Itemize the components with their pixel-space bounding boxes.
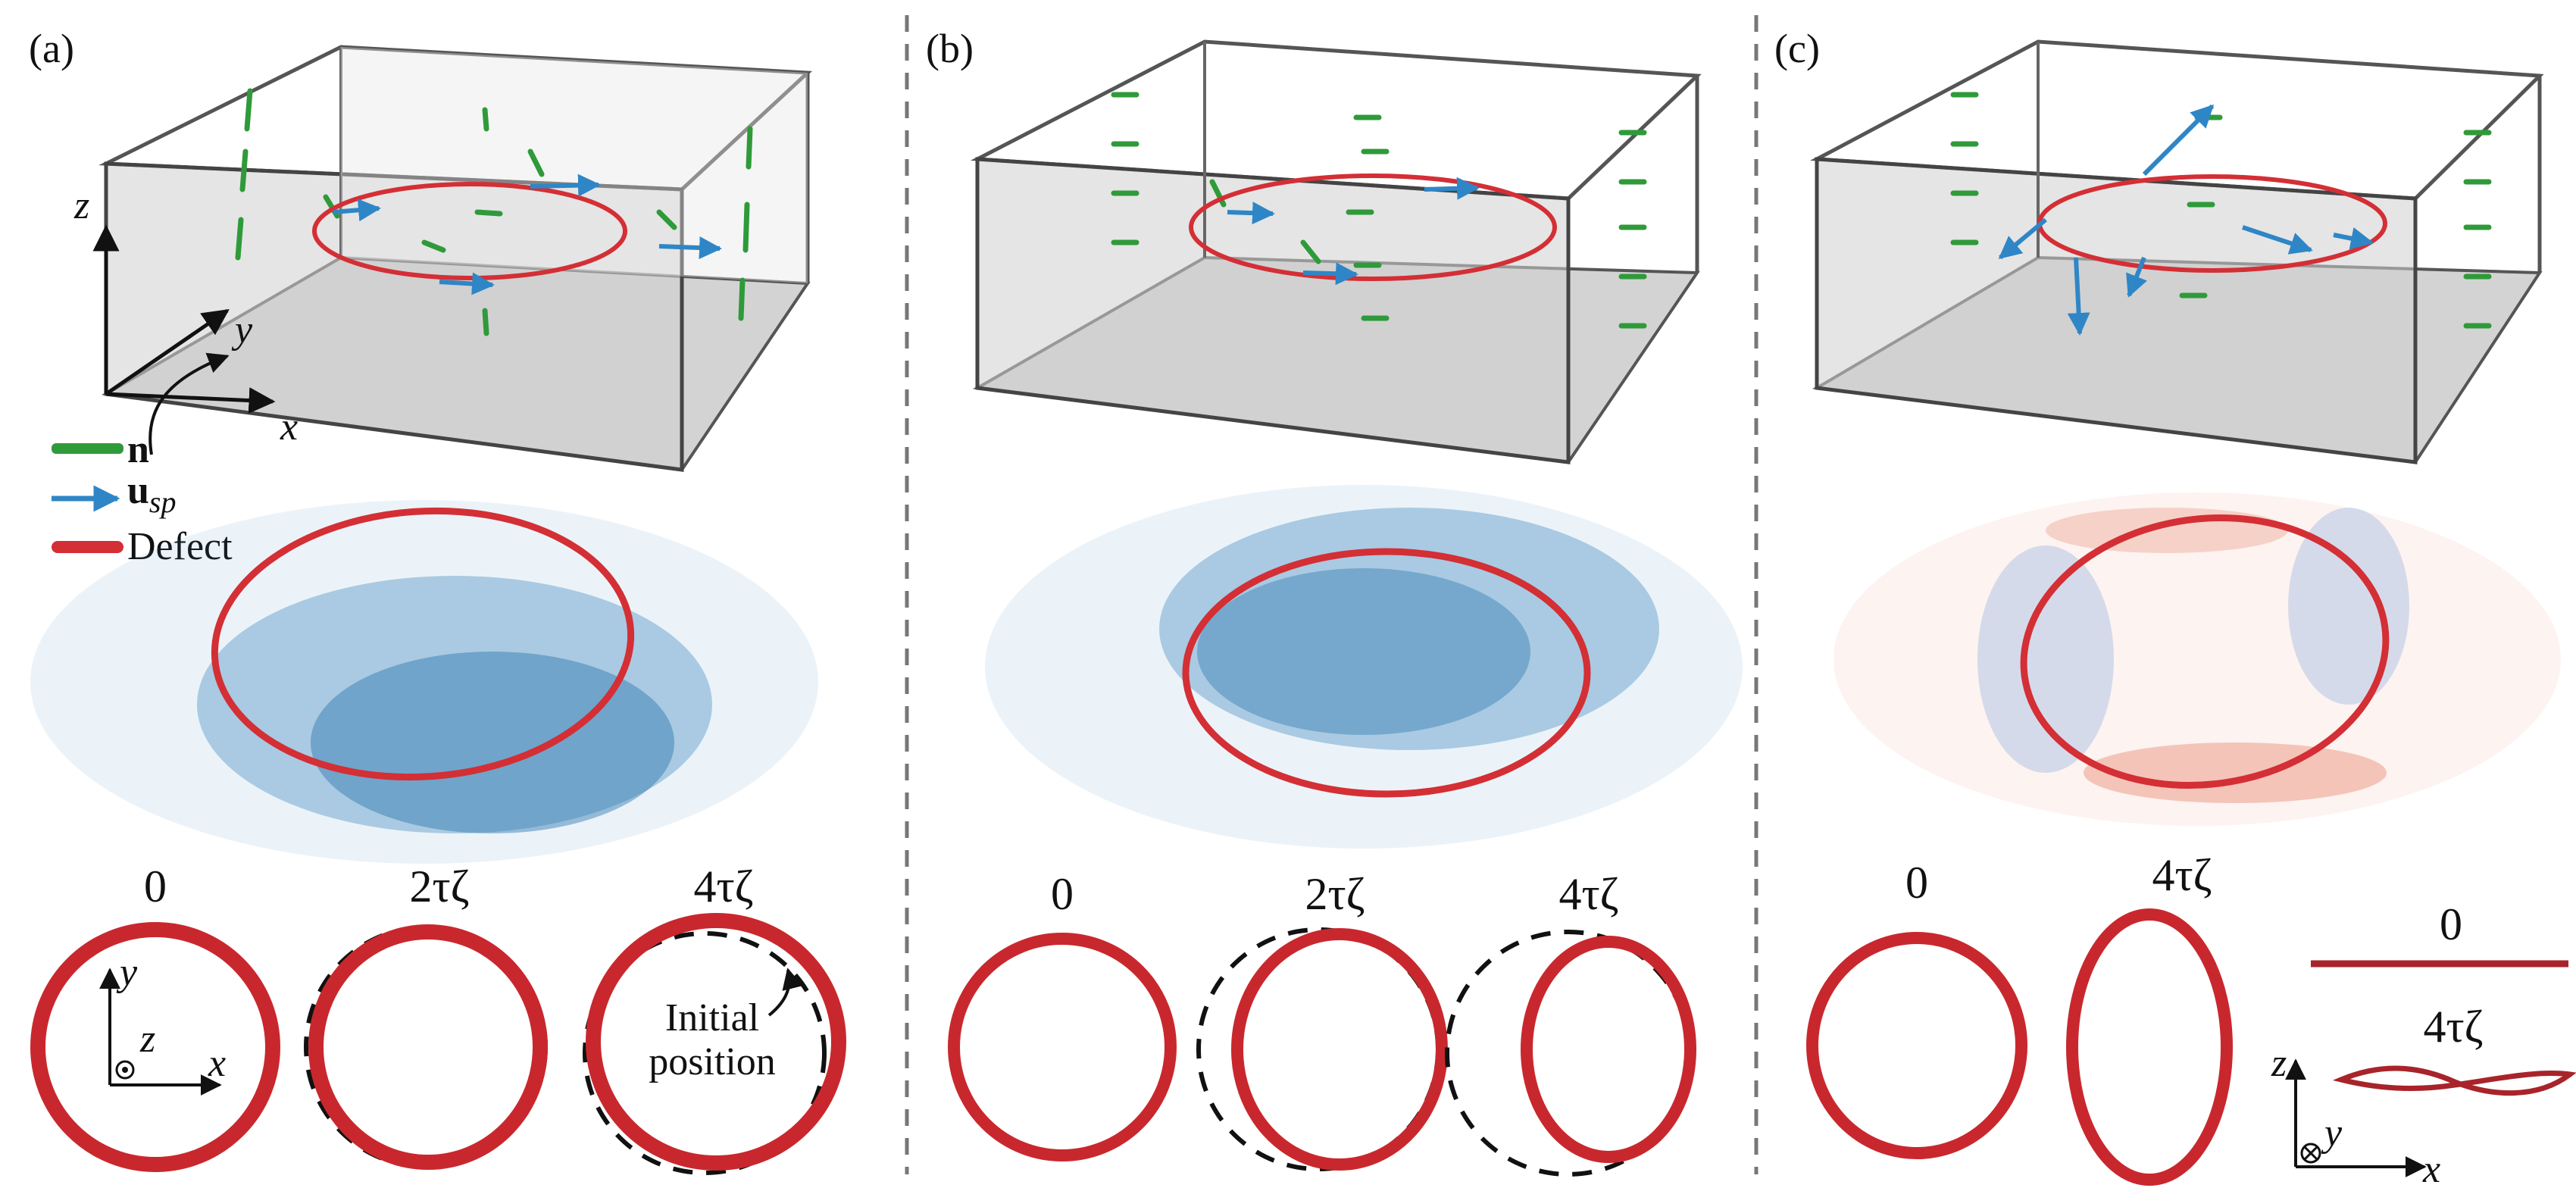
legend-label-n: n: [127, 428, 149, 471]
time-label-a-2: 4τζ: [694, 861, 754, 911]
annotation-arrow: [767, 968, 803, 1017]
annotation-position: position: [649, 1040, 776, 1083]
time-label-a-1: 2τζ: [410, 861, 470, 911]
panel-label-b: (b): [926, 26, 974, 71]
time-label-b-1: 2τζ: [1305, 869, 1365, 919]
director-field-b: [1111, 92, 1647, 329]
defect-ring-b-1: [1231, 928, 1448, 1171]
defect-ring-a-0: [30, 922, 280, 1172]
flow-field-c: [1834, 492, 2561, 826]
time-label-a-0: 0: [144, 861, 167, 911]
defect-loop-a-3d: [312, 182, 627, 280]
axis-label-x-3d: x: [280, 405, 298, 449]
side-time-label-c-0: 0: [2440, 899, 2462, 949]
axes-xz-c: [2285, 1058, 2427, 1177]
axis-label-x-xz: x: [2422, 1148, 2440, 1188]
director-field-c: [1950, 92, 2492, 329]
legend: n usp Defect: [52, 428, 233, 568]
flow-field-a: [30, 500, 818, 864]
defect-ring-b-2: [1521, 936, 1696, 1163]
defect-loop-b-flow: [1182, 548, 1591, 798]
side-time-label-c-1: 4τζ: [2424, 1002, 2484, 1052]
defect-ring-b-0: [948, 933, 1177, 1161]
legend-label-usp: usp: [127, 469, 177, 519]
simulation-box-c: [1810, 39, 2544, 464]
time-label-b-0: 0: [1051, 869, 1074, 919]
defect-loop-c-flow: [2020, 514, 2390, 789]
axes-3d-a: [92, 224, 276, 414]
time-label-b-2: 4τζ: [1559, 869, 1619, 919]
into-plane-symbol: [2300, 1143, 2321, 1164]
simulation-box-b: [970, 39, 1702, 464]
time-label-c-0: 0: [1905, 858, 1928, 908]
legend-label-defect: Defect: [127, 525, 233, 568]
out-of-plane-dot: [115, 1060, 135, 1080]
time-label-c-1: 4τζ: [2152, 850, 2212, 900]
axis-label-y-xz: y: [2321, 1111, 2343, 1155]
axis-label-x-2d: x: [208, 1042, 226, 1085]
defect-ring-a-1: [308, 924, 548, 1170]
axis-label-z-xz: z: [2271, 1042, 2287, 1085]
initial-position-a-2: [583, 931, 827, 1175]
flow-arrows-a: [333, 174, 722, 295]
flow-arrows-b: [1227, 177, 1480, 286]
side-defect-c-1: [2332, 1065, 2576, 1096]
defect-ring-c-0: [1806, 932, 2027, 1159]
legend-pointer-arrow: [148, 352, 230, 455]
defect-loop-b-3d: [1189, 174, 1557, 281]
axis-label-y-3d: y: [231, 308, 253, 352]
defect-ring-c-1: [2066, 908, 2233, 1186]
simulation-box-a: [98, 45, 813, 472]
flow-field-b: [985, 485, 1743, 849]
axes-xy-a: [99, 968, 222, 1096]
panel-b: 0 2τζ 4τζ: [948, 39, 1743, 1177]
panel-label-a: (a): [29, 26, 74, 71]
defect-ring-a-2: [586, 913, 846, 1171]
axis-label-z-3d: z: [73, 184, 89, 227]
panel-a: z y x n usp Defect 0 2τζ 4τζ: [30, 45, 846, 1175]
flow-arrows-c: [1998, 104, 2374, 336]
axis-label-z-2d: z: [139, 1018, 155, 1061]
axis-label-y-2d: y: [116, 951, 138, 994]
defect-loop-a-flow: [211, 507, 635, 781]
panel-c: 0 4τζ 0 4τζ z y x: [1806, 39, 2576, 1188]
panel-label-c: (c): [1774, 26, 1820, 71]
annotation-initial: Initial: [665, 996, 759, 1040]
